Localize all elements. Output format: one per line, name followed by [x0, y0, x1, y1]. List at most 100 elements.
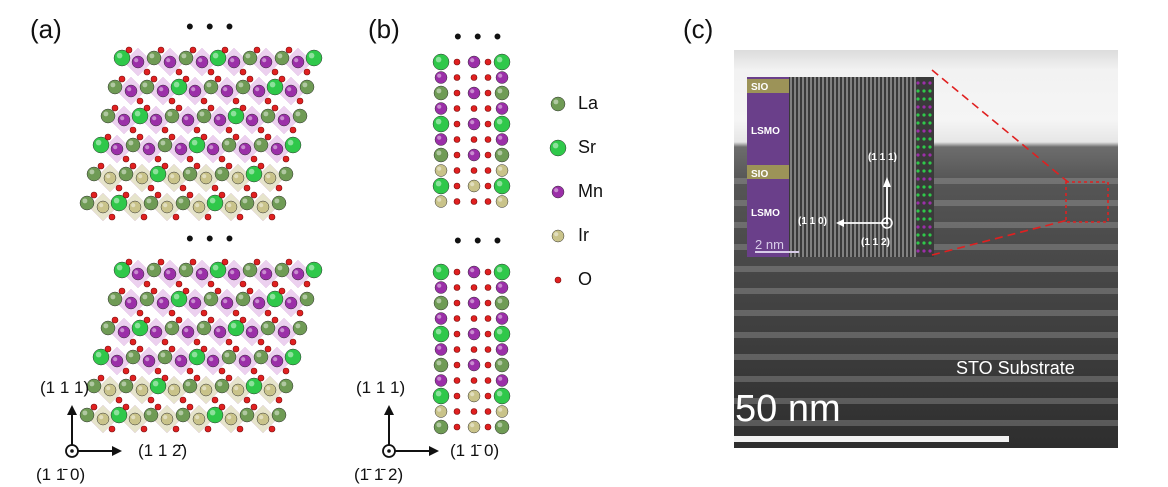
atom-sr: [110, 194, 128, 212]
inset-atom: [916, 249, 920, 253]
atom-mn: [206, 142, 220, 156]
stem-micrograph: SIO LSMO SIO LSMO (1 1 1) (1 1 0) (1 1 2…: [734, 50, 1118, 448]
atom-o: [453, 136, 461, 143]
atom-ir: [467, 179, 481, 193]
atom-o: [282, 367, 290, 375]
atom-mn: [149, 325, 163, 339]
atom-o: [289, 338, 297, 346]
inset-dir-left: (1 1 0): [798, 216, 827, 227]
atom-sr: [92, 348, 110, 366]
atom-o: [122, 367, 130, 375]
atom-sr: [284, 136, 302, 154]
axis-a-out-label: (1 1̄ 0): [36, 465, 86, 484]
inset-dir-out: (1 1 2): [861, 237, 890, 248]
atom-la: [494, 295, 510, 311]
inset-atom: [916, 233, 920, 237]
atom-la: [242, 262, 258, 278]
atom-sr: [170, 78, 188, 96]
atom-la: [299, 79, 315, 95]
axis-b-out-label: (1̄ 1̄ 2): [354, 465, 404, 484]
atom-o: [186, 191, 194, 199]
atom-la: [433, 147, 449, 163]
atom-mn: [495, 71, 509, 84]
atom-o: [484, 105, 492, 112]
atom-o: [122, 403, 130, 411]
atom-o: [129, 126, 137, 134]
crystal-structure-a: [65, 46, 323, 458]
atom-la: [274, 50, 290, 66]
atom-mn: [434, 133, 448, 146]
atom-mn: [495, 374, 509, 387]
atom-o: [200, 309, 208, 317]
inset-atom: [928, 145, 932, 149]
legend-item-o: O: [548, 268, 628, 292]
atom-o: [118, 75, 126, 83]
inset-atom: [928, 193, 932, 197]
atom-o: [129, 374, 137, 382]
atom-mn: [495, 102, 509, 115]
atom-ir: [167, 171, 181, 185]
atom-sr: [549, 139, 567, 157]
atom-la: [292, 108, 308, 124]
atom-o: [554, 276, 562, 284]
atom-mn: [434, 374, 448, 387]
inset-atom: [928, 217, 932, 221]
atom-ir: [495, 164, 509, 177]
atom-la: [157, 349, 173, 365]
atom-ir: [192, 412, 206, 426]
atom-la: [175, 195, 191, 211]
atom-o: [204, 213, 212, 221]
atom-o: [90, 191, 98, 199]
legend-swatch: [549, 139, 567, 157]
atom-la: [178, 50, 194, 66]
atom-o: [115, 396, 123, 404]
atom-mn: [227, 55, 241, 69]
atom-ir: [160, 200, 174, 214]
atom-o: [150, 75, 158, 83]
atom-la: [118, 166, 134, 182]
atom-mn: [124, 296, 138, 310]
zoom-region-box: [1065, 181, 1109, 223]
atom-o: [179, 184, 187, 192]
atom-la: [86, 166, 102, 182]
legend-label: Mn: [578, 181, 604, 201]
atom-o: [239, 316, 247, 324]
atom-o: [246, 287, 254, 295]
superlattice-stripe: [734, 376, 1118, 382]
panel-label-c: (c): [683, 14, 714, 44]
atom-o: [111, 104, 119, 112]
scale-bar: [734, 436, 1009, 442]
atom-sr: [227, 319, 245, 337]
zoom-line-top: [931, 69, 1069, 183]
legend-swatch: [554, 276, 562, 284]
atom-o: [207, 68, 215, 76]
atom-o: [453, 167, 461, 174]
atom-o: [168, 133, 176, 141]
inset-atom: [916, 97, 920, 101]
atom-la: [182, 166, 198, 182]
atom-o: [200, 345, 208, 353]
atom-mn: [174, 142, 188, 156]
atom-o: [115, 184, 123, 192]
atom-la: [178, 262, 194, 278]
atom-o: [264, 309, 272, 317]
atom-o: [189, 46, 197, 54]
atom-mn: [467, 55, 481, 69]
atom-la: [196, 108, 212, 124]
hrstem-inset: SIO LSMO SIO LSMO (1 1 1) (1 1 0) (1 1 2…: [747, 77, 934, 257]
atom-o: [285, 46, 293, 54]
atom-mn: [213, 325, 227, 339]
superlattice-stripe: [734, 266, 1118, 272]
inset-layer-sio-2: SIO: [751, 169, 769, 180]
inset-atom: [916, 177, 920, 181]
atom-mn: [284, 84, 298, 98]
atom-mn: [220, 296, 234, 310]
atom-mn: [174, 354, 188, 368]
atom-o: [161, 374, 169, 382]
atom-ir: [103, 383, 117, 397]
atom-o: [257, 162, 265, 170]
axis-a-up-label: (1 1 1): [40, 378, 90, 397]
atom-ir: [263, 171, 277, 185]
atom-la: [86, 378, 102, 394]
inset-layer-sio-1: SIO: [751, 82, 769, 93]
